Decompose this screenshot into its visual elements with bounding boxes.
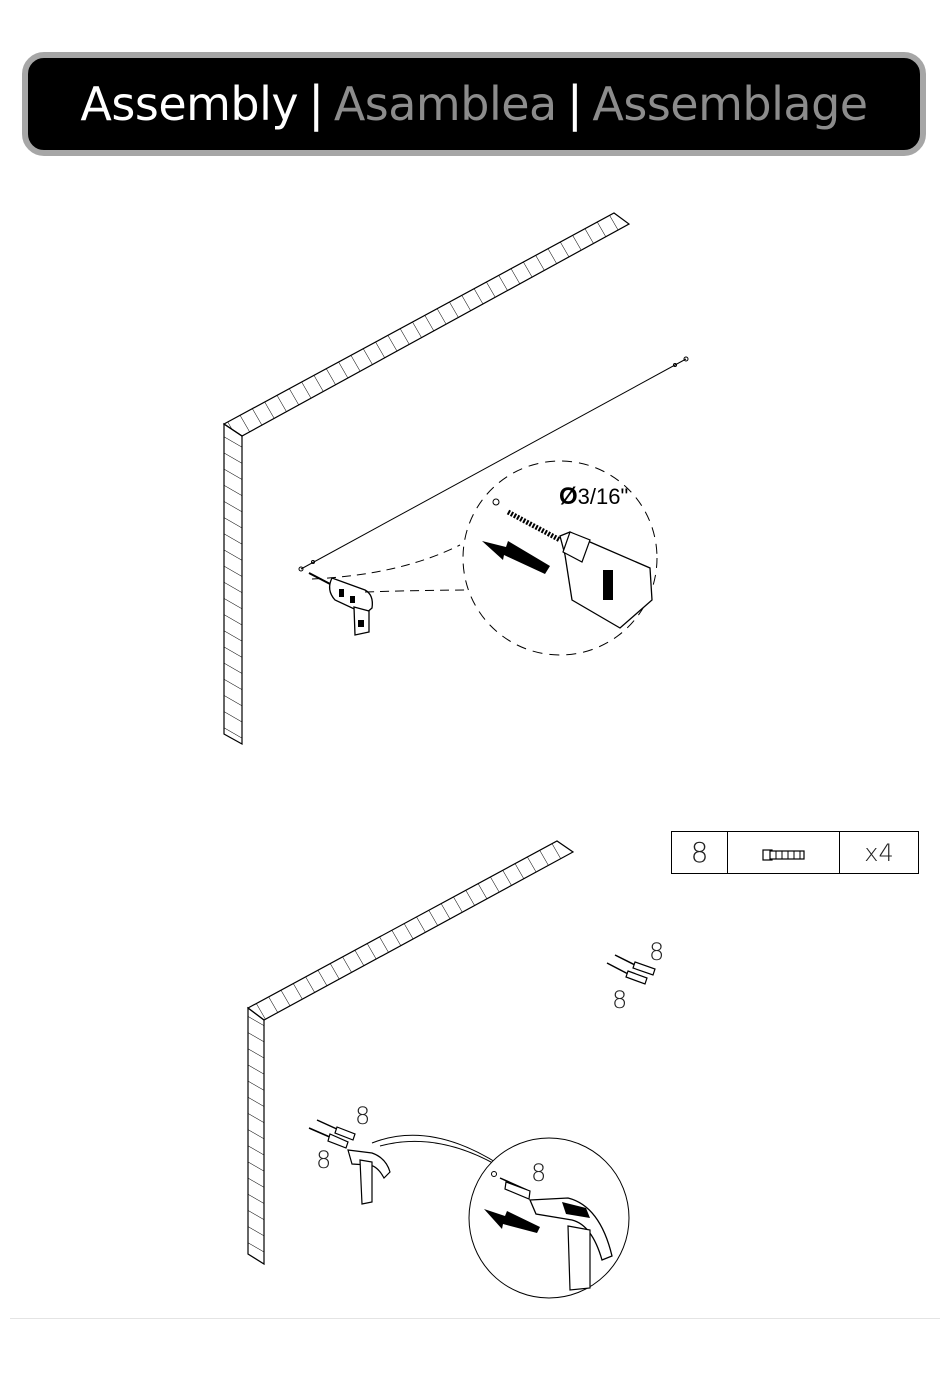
part-label: 8 bbox=[649, 940, 664, 964]
drill-bit-size-label: Ø3/16" bbox=[559, 483, 628, 511]
parts-table: 8 x4 bbox=[671, 831, 919, 874]
part-number-cell: 8 bbox=[672, 832, 728, 874]
part-label: 8 bbox=[316, 1148, 331, 1172]
part-label: 8 bbox=[612, 988, 627, 1012]
anchor-icon bbox=[607, 955, 655, 984]
diameter-symbol: Ø bbox=[559, 483, 578, 510]
hammer-icon bbox=[348, 1150, 390, 1204]
anchor-icon bbox=[309, 1120, 355, 1148]
footer-divider bbox=[10, 1318, 940, 1319]
part-quantity-cell: x4 bbox=[840, 832, 919, 874]
drill-bit-size: 3/16" bbox=[578, 484, 629, 509]
part-icon-cell bbox=[728, 832, 840, 874]
drill-icon bbox=[309, 573, 372, 635]
part-label: 8 bbox=[531, 1161, 546, 1185]
part-label: 8 bbox=[355, 1104, 370, 1128]
